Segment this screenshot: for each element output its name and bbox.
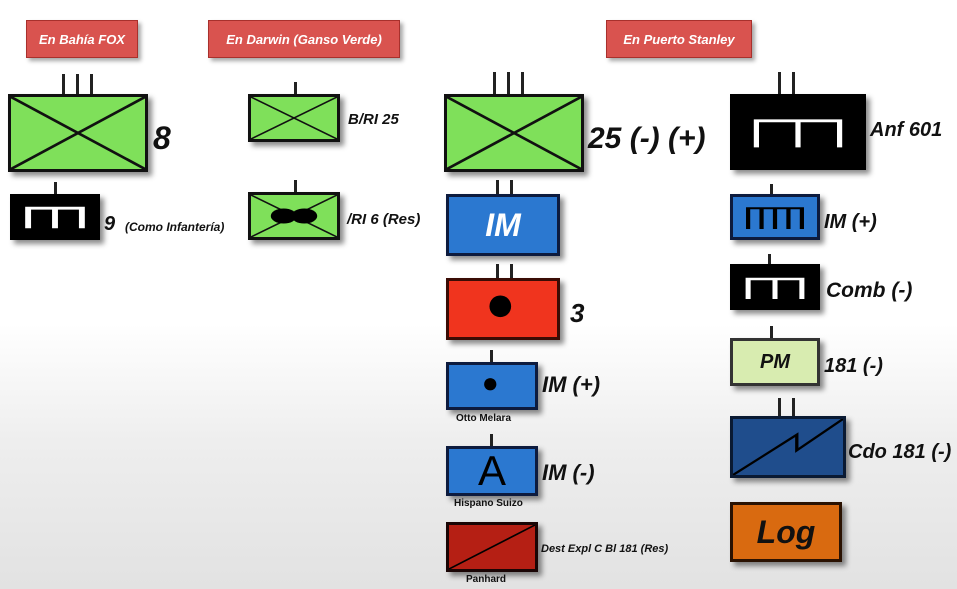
label-darwin-top: B/RI 25	[348, 111, 399, 128]
artillery-dot-icon	[484, 378, 497, 391]
unit-stanley-main-tick-3	[521, 72, 524, 96]
unit-fox-main-tick-1	[62, 74, 65, 96]
infantry-cross-icon	[11, 97, 145, 169]
label-cdo-181: Cdo 181 (-)	[848, 441, 952, 463]
unit-fox-main-tick-2	[76, 74, 79, 96]
label-three: 3	[570, 298, 585, 328]
marine-anchor-shape-icon	[746, 207, 804, 229]
unit-darwin-res	[248, 192, 340, 240]
label-pm-181: 181 (-)	[824, 355, 883, 377]
unit-stanley-main-tick-2	[507, 72, 510, 96]
label-im-plus2: IM (+)	[824, 211, 877, 233]
infantry-tracked-icon	[251, 195, 337, 237]
amphibious-icon	[753, 119, 843, 148]
label-panhard: Panhard	[466, 574, 507, 585]
label-anf-601: Anf 601	[870, 119, 943, 141]
unit-panhard	[446, 522, 538, 572]
header-bahia-fox: En Bahía FOX	[26, 20, 138, 58]
unit-pm: PM	[730, 338, 820, 386]
label-fox-main: 8	[153, 120, 171, 156]
header-puerto-stanley: En Puerto Stanley	[606, 20, 752, 58]
unit-pm-tick	[770, 326, 773, 340]
unit-fox-inf	[10, 194, 100, 240]
label-fox-inf: 9	[104, 213, 116, 235]
unit-hispano-suizo: A	[446, 446, 538, 496]
marine-anchor-shape-icon	[745, 277, 805, 299]
unit-darwin-top	[248, 94, 340, 142]
unit-im-plus2-tick	[770, 184, 773, 196]
armor-slash-icon	[449, 525, 535, 569]
label-fox-inf-note: (Como Infantería)	[125, 220, 225, 234]
unit-pm-text: PM	[760, 350, 790, 373]
unit-hispano-tick	[490, 434, 493, 448]
infantry-cross-icon	[251, 97, 337, 139]
unit-im-text: IM	[485, 206, 521, 243]
artillery-dot-icon	[489, 295, 512, 318]
unit-anf-tick-2	[792, 72, 795, 96]
infantry-cross-icon	[447, 97, 581, 169]
unit-artillery	[446, 278, 560, 340]
unit-fox-main-tick-3	[90, 74, 93, 96]
unit-anf-tick-1	[778, 72, 781, 96]
unit-stanley-main-tick-1	[493, 72, 496, 96]
unit-artillery-tick-2	[510, 264, 513, 280]
unit-fox-main	[8, 94, 148, 172]
unit-im-plus-marine	[730, 194, 820, 240]
label-comb: Comb (-)	[826, 279, 913, 302]
unit-darwin-res-tick	[294, 180, 297, 194]
label-otto-melara: Otto Melara	[456, 413, 512, 424]
unit-comb	[730, 264, 820, 310]
unit-cdo-tick-1	[778, 398, 781, 418]
unit-stanley-main	[444, 94, 584, 172]
label-hispano-suizo: Hispano Suizo	[454, 498, 523, 509]
label-dest-expl: Dest Expl C Bl 181 (Res)	[541, 543, 669, 555]
unit-im: IM	[446, 194, 560, 256]
unit-log: Log	[730, 502, 842, 562]
label-im-minus: IM (-)	[542, 460, 595, 485]
unit-im-tick-1	[496, 180, 499, 196]
unit-comb-tick	[768, 254, 771, 266]
label-darwin-res: /RI 6 (Res)	[347, 211, 421, 228]
air-defense-a-icon: A	[477, 447, 506, 494]
unit-cdo-181	[730, 416, 846, 478]
unit-cdo-tick-2	[792, 398, 795, 418]
unit-im-tick-2	[510, 180, 513, 196]
unit-otto-melara	[446, 362, 538, 410]
unit-fox-inf-tick	[54, 182, 57, 196]
unit-darwin-top-tick	[294, 82, 297, 96]
unit-anf-601	[730, 94, 866, 170]
commando-lightning-icon	[733, 419, 843, 475]
unit-otto-tick	[490, 350, 493, 364]
label-stanley-main: 25 (-) (+)	[588, 122, 706, 155]
header-darwin: En Darwin (Ganso Verde)	[208, 20, 400, 58]
label-im-plus: IM (+)	[542, 372, 601, 397]
unit-log-text: Log	[756, 513, 816, 550]
marine-anchor-shape-icon	[25, 206, 85, 229]
unit-artillery-tick-1	[496, 264, 499, 280]
